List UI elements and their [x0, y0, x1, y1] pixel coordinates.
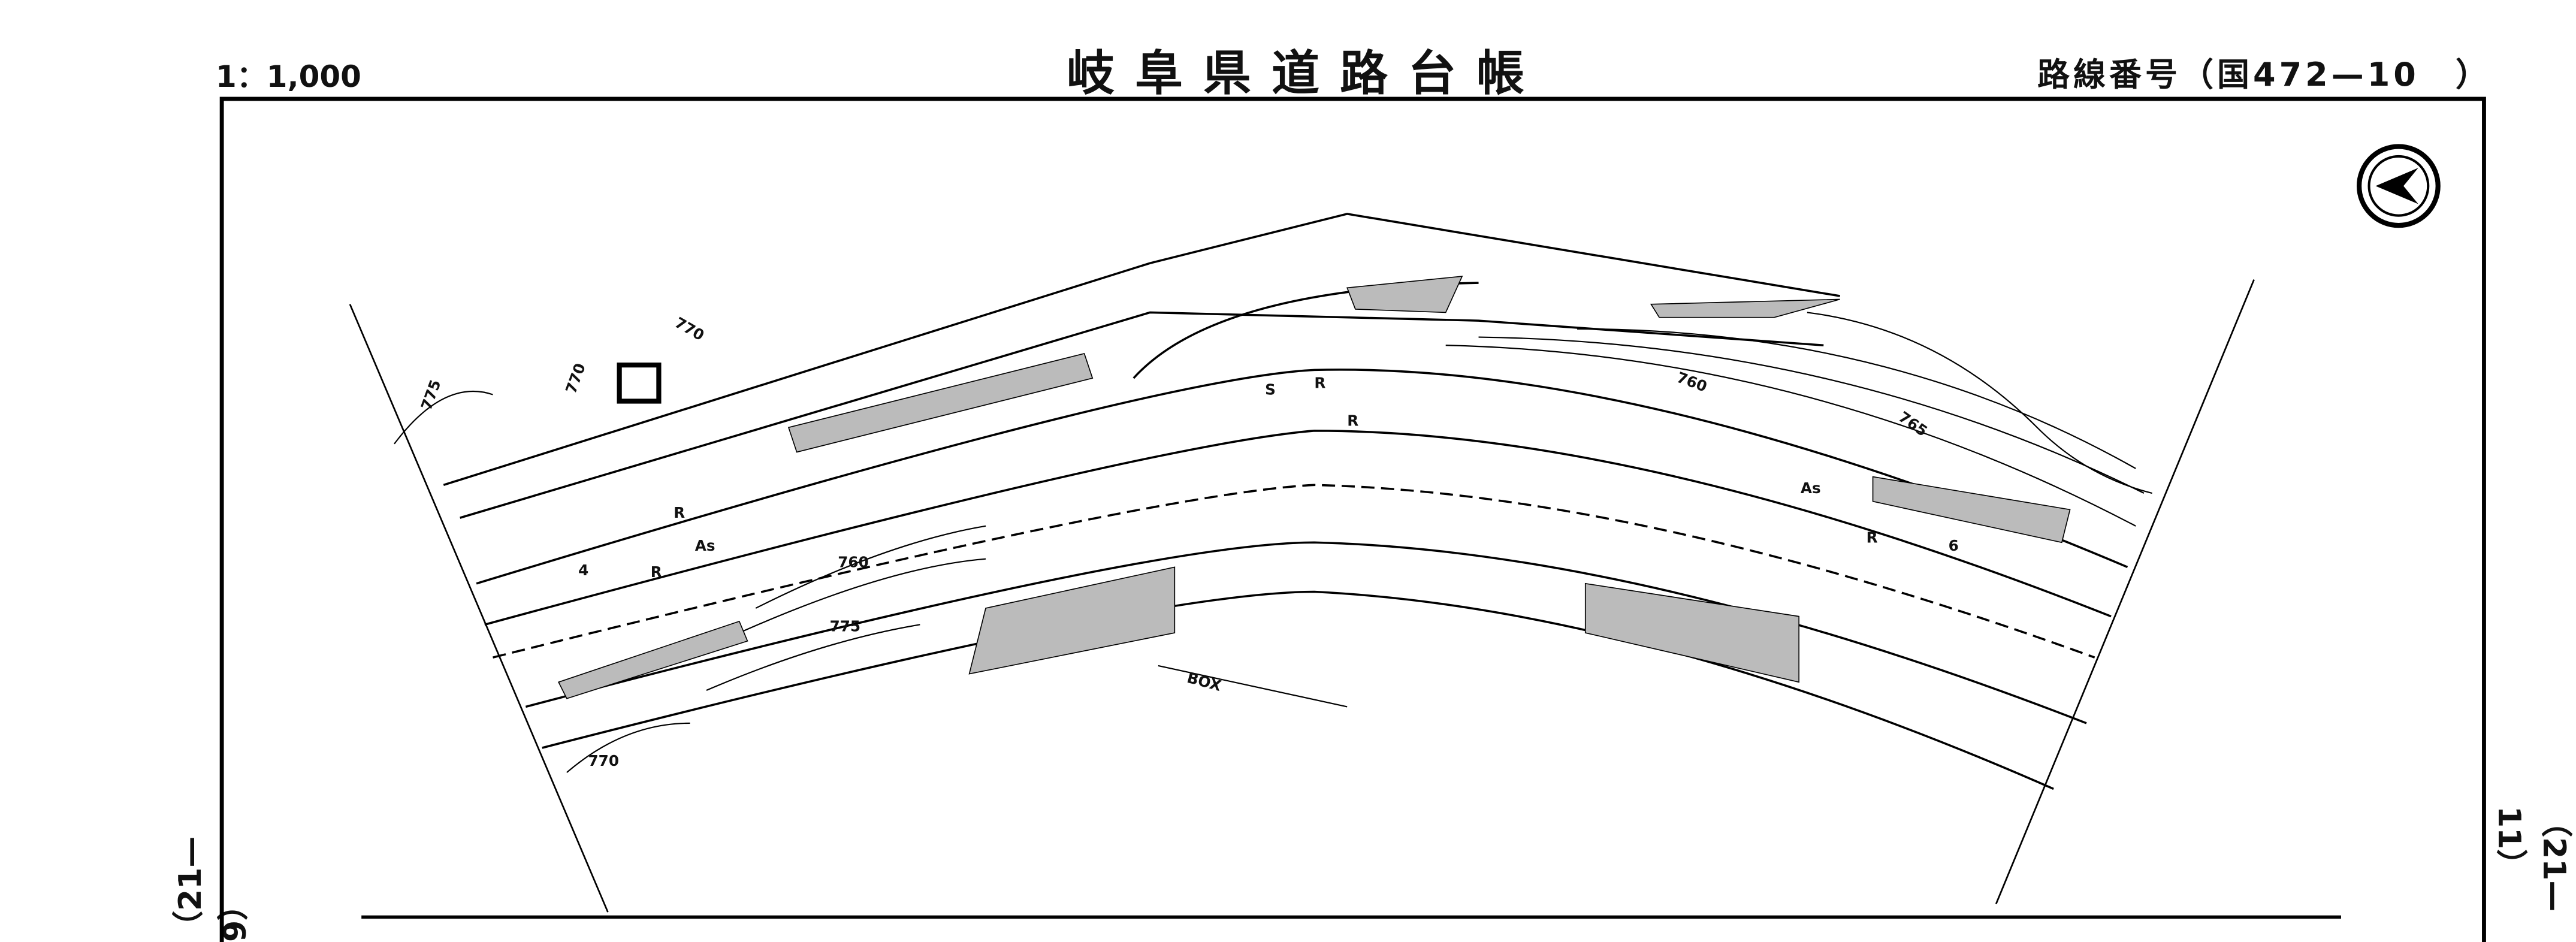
road-label: R — [651, 563, 662, 581]
road-label: R — [674, 504, 685, 521]
contour-label: 770 — [562, 361, 589, 395]
contour-label: 770 — [672, 313, 707, 344]
contour-label: 765 — [1895, 408, 1931, 440]
contour-lines — [394, 312, 2152, 773]
page-title: 岐阜県道路台帳 — [1067, 46, 1545, 101]
surface-label: As — [1801, 479, 1821, 497]
road-edges — [443, 213, 2128, 790]
map-frame — [219, 96, 2486, 942]
road-label: R — [1314, 375, 1325, 392]
box-label: BOX — [1185, 669, 1223, 695]
station-label: 6 — [1949, 537, 1959, 554]
contour-label: 760 — [838, 553, 868, 570]
scale-label: 1：1,000 — [216, 59, 361, 94]
box-culvert-leader — [1158, 665, 1348, 708]
north-arrow-icon — [2356, 144, 2441, 228]
station-label: S — [1265, 381, 1276, 398]
road-label: R — [1867, 529, 1878, 546]
contour-label: 775 — [418, 378, 445, 412]
contour-label: 775 — [830, 617, 860, 635]
route-number: 路線番号（国472—10 ） — [2037, 56, 2492, 93]
road-label: R — [1347, 412, 1358, 430]
sheet-number-right: （21—11） — [2491, 806, 2572, 912]
surface-label: As — [695, 537, 715, 554]
contour-label: 770 — [588, 752, 619, 769]
hatched-areas — [558, 276, 2071, 699]
station-label: 4 — [578, 561, 588, 579]
sheet-boundary-lines — [349, 279, 2255, 913]
